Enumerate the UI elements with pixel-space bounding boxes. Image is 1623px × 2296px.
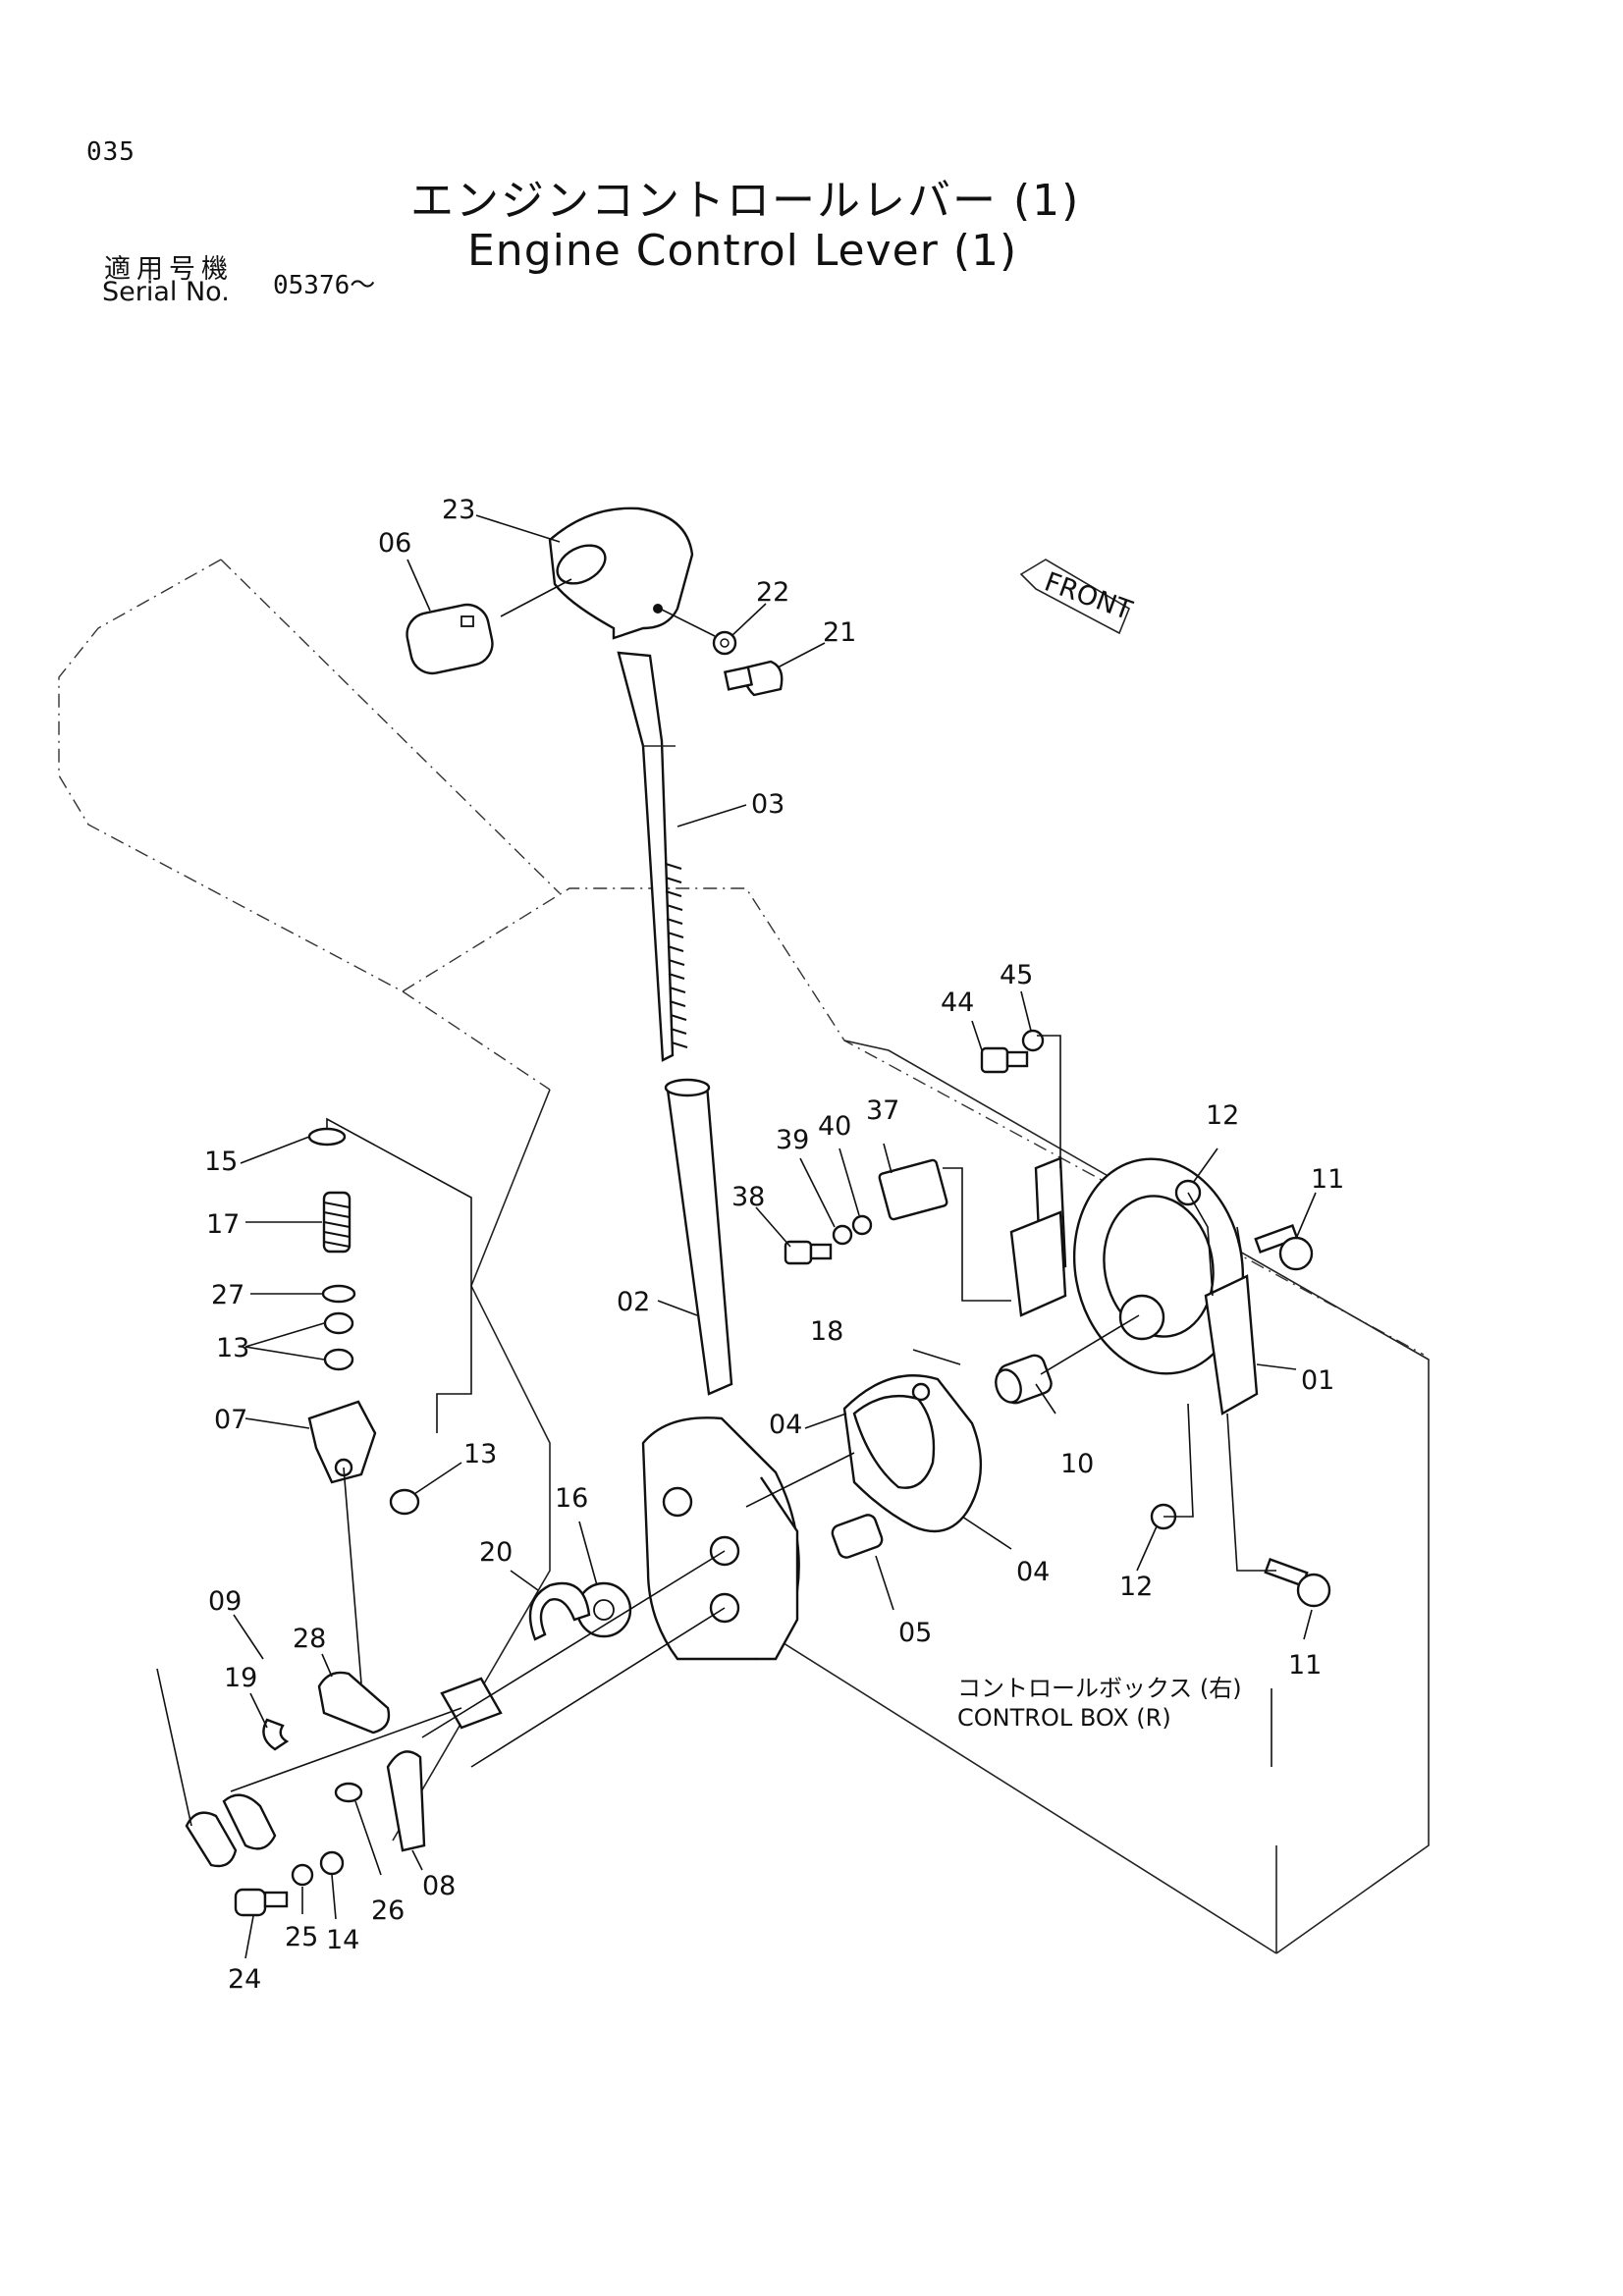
callout-08: 08 — [422, 1871, 456, 1901]
callout-15: 15 — [204, 1147, 238, 1177]
washer-45 — [1021, 1029, 1045, 1052]
washer-15 — [307, 1127, 347, 1147]
lever-08 — [386, 1750, 426, 1852]
spring-17 — [322, 1191, 352, 1254]
callout-22: 22 — [756, 577, 789, 608]
callout-11-upper: 11 — [1311, 1164, 1344, 1195]
callout-25: 25 — [285, 1922, 318, 1952]
e-ring-20 — [528, 1581, 591, 1641]
callout-39: 39 — [776, 1125, 809, 1155]
front-arrow-icon: FRONT — [1019, 559, 1136, 635]
control-box-label-japanese: コントロールボックス (右) — [957, 1675, 1242, 1702]
nut-13-b — [323, 1348, 354, 1371]
washer-25 — [291, 1863, 314, 1887]
serial-label-english: Serial No. — [102, 277, 230, 307]
callout-24: 24 — [228, 1964, 261, 1995]
pin-16 — [575, 1486, 693, 1638]
switch-plate-01 — [1009, 1156, 1259, 1415]
screw-21 — [723, 660, 784, 697]
bolt-44 — [980, 1046, 1029, 1074]
callout-04-lower: 04 — [1016, 1557, 1050, 1587]
callout-13-a: 13 — [216, 1333, 249, 1363]
callout-21: 21 — [823, 617, 856, 648]
washer-39 — [832, 1224, 853, 1246]
washer-40 — [851, 1214, 873, 1236]
callout-44: 44 — [941, 988, 974, 1018]
callout-02: 02 — [617, 1287, 650, 1317]
page-title-japanese: エンジンコントロールレバー (1) — [410, 176, 1081, 226]
callout-28: 28 — [293, 1624, 326, 1654]
callout-11-lower: 11 — [1288, 1650, 1322, 1681]
washer-22 — [712, 630, 737, 656]
nut-13-a — [323, 1311, 354, 1335]
lever-rod — [617, 651, 688, 1062]
washer-26 — [334, 1782, 363, 1803]
callout-13-b: 13 — [463, 1439, 497, 1469]
callout-17: 17 — [206, 1209, 240, 1240]
screw-38 — [784, 1240, 833, 1265]
cover-outline — [58, 559, 1425, 1356]
bolt-11-lower — [1264, 1558, 1331, 1608]
callout-14: 14 — [326, 1925, 359, 1955]
callout-40: 40 — [818, 1111, 851, 1142]
callout-26: 26 — [371, 1896, 405, 1926]
callout-03: 03 — [751, 789, 784, 820]
clevis-07 — [307, 1400, 377, 1484]
callout-09: 09 — [208, 1586, 242, 1617]
washer-27 — [321, 1284, 356, 1304]
link-09-b — [222, 1793, 277, 1850]
callout-37: 37 — [866, 1095, 899, 1126]
nut-13-c — [389, 1488, 420, 1516]
control-box-label-english: CONTROL BOX (R) — [957, 1704, 1171, 1732]
callout-leaders — [233, 514, 1317, 1959]
callout-06: 06 — [378, 528, 411, 559]
washer-14 — [319, 1850, 345, 1876]
lever-knob — [548, 507, 694, 640]
callout-16: 16 — [555, 1483, 588, 1514]
cam-plate-04 — [842, 1374, 982, 1533]
callout-19: 19 — [224, 1663, 257, 1693]
page-title-english: Engine Control Lever (1) — [467, 226, 1018, 276]
callout-01: 01 — [1301, 1365, 1334, 1396]
serial-label-japanese: 適用号機 — [104, 254, 234, 285]
sleeve-05 — [831, 1514, 884, 1559]
bolt-11-upper — [1254, 1224, 1314, 1271]
link-09-a — [185, 1811, 238, 1868]
serial-number-value: 05376～ — [273, 271, 376, 300]
lever-bracket — [641, 1416, 800, 1661]
callout-labels: 23 06 22 21 03 45 44 37 39 40 38 12 11 1… — [204, 495, 1344, 1995]
callout-12-upper: 12 — [1206, 1100, 1239, 1131]
callout-45: 45 — [1000, 960, 1033, 990]
e-ring-19 — [262, 1718, 290, 1751]
callout-10: 10 — [1060, 1449, 1094, 1479]
bolt-24 — [234, 1888, 289, 1917]
page-number: 035 — [86, 137, 135, 167]
control-box-outline — [392, 1040, 1430, 1954]
callout-38: 38 — [731, 1182, 765, 1212]
callout-12-lower: 12 — [1119, 1572, 1153, 1602]
callout-20: 20 — [479, 1537, 513, 1568]
plate-37 — [878, 1158, 948, 1221]
callout-05: 05 — [898, 1618, 932, 1648]
bushing-10 — [995, 1354, 1053, 1405]
callout-18: 18 — [810, 1316, 843, 1347]
assembly-lines — [156, 1035, 1276, 1827]
callout-07: 07 — [214, 1405, 247, 1435]
callout-04-upper: 04 — [769, 1410, 802, 1440]
lever-tube — [664, 1078, 733, 1396]
knob-cap — [406, 603, 494, 675]
link-plate-28 — [317, 1671, 503, 1735]
callout-23: 23 — [442, 495, 475, 525]
callout-27: 27 — [211, 1280, 244, 1310]
